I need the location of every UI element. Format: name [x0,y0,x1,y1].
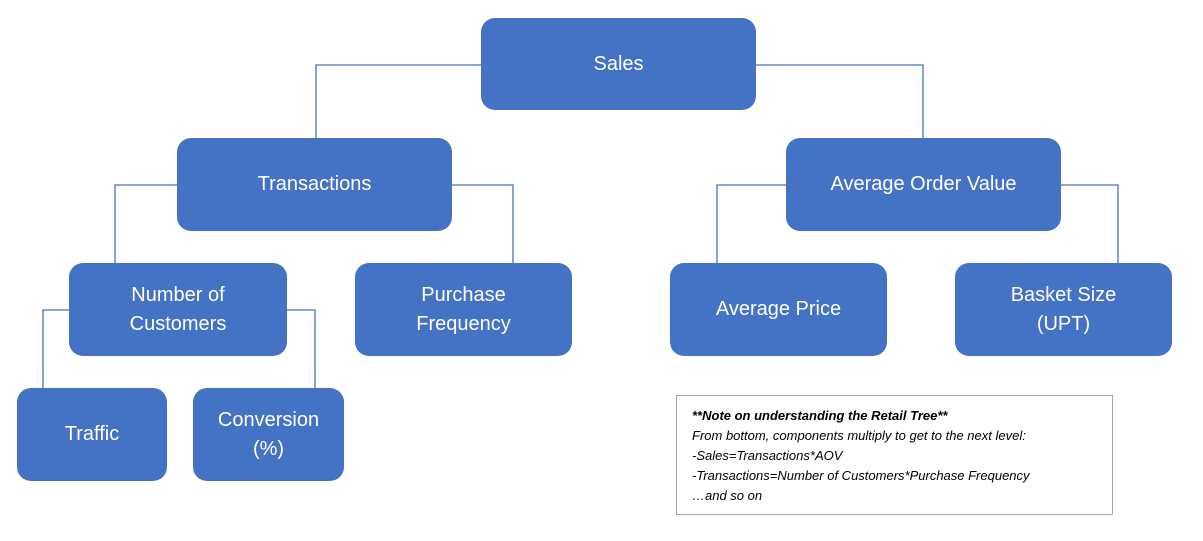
node-average-order-value: Average Order Value [786,138,1061,231]
node-traffic-label: Traffic [64,423,120,445]
node-conversion: Conversion (%) [193,388,344,481]
node-average-order-value-label: Average Order Value [830,173,1017,195]
connector-aov-avgprice [716,184,786,263]
note-box: **Note on understanding the Retail Tree*… [676,395,1113,515]
note-line: From bottom, components multiply to get … [692,428,1026,443]
note-line: …and so on [692,488,763,503]
connector-customers-conversion [287,309,316,388]
note-line: -Sales=Transactions*AOV [692,448,843,463]
note-title: **Note on understanding the Retail Tree*… [692,408,948,423]
node-purchase-frequency-label: Purchase Frequency [416,283,511,335]
connector-customers-traffic [42,309,69,388]
node-transactions-label: Transactions [257,173,372,195]
node-sales-label: Sales [593,52,644,75]
connector-aov-basket [1061,184,1119,263]
node-conversion-label: Conversion (%) [217,408,320,460]
node-number-of-customers: Number of Customers [69,263,287,356]
node-basket-size-label: Basket Size (UPT) [1010,283,1117,335]
connector-transactions-frequency [452,184,514,263]
connector-sales-transactions [315,64,481,138]
node-average-price-label: Average Price [715,298,842,320]
node-sales: Sales [481,18,756,110]
connector-transactions-customers [114,184,177,263]
connector-sales-aov [756,64,924,138]
node-number-of-customers-label: Number of Customers [129,283,227,335]
node-traffic: Traffic [17,388,167,481]
node-average-price: Average Price [670,263,887,356]
node-transactions: Transactions [177,138,452,231]
node-purchase-frequency: Purchase Frequency [355,263,572,356]
note-line: -Transactions=Number of Customers*Purcha… [692,468,1030,483]
node-basket-size: Basket Size (UPT) [955,263,1172,356]
